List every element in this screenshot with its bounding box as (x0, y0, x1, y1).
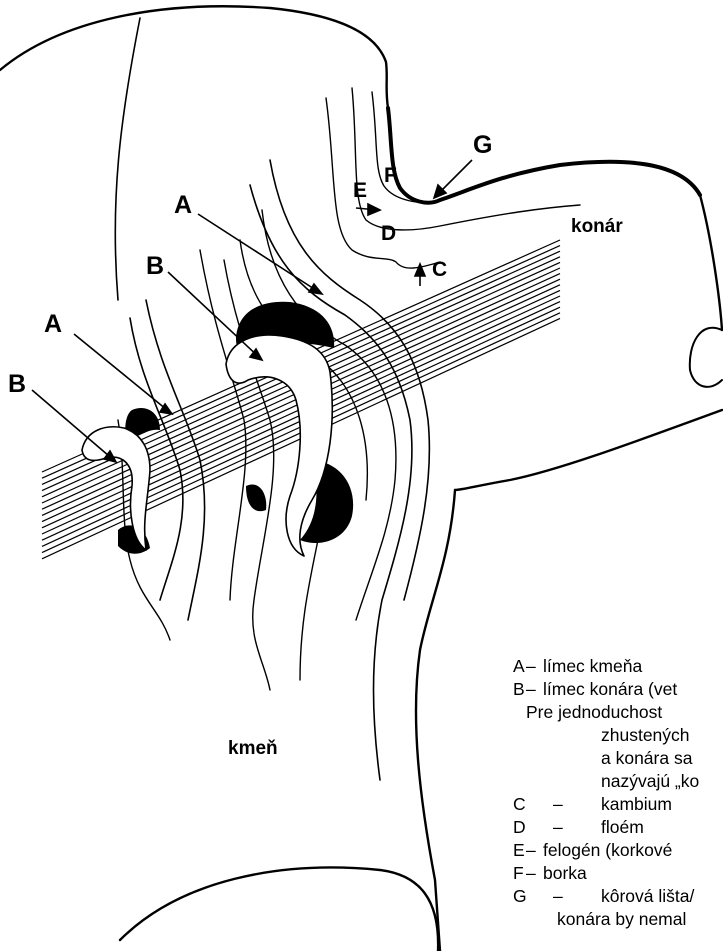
legend-text: límec kmeňa (543, 655, 642, 678)
label-F: F (384, 165, 397, 186)
legend-item: a konára sa (513, 747, 723, 770)
legend-item: Pre jednoduchost (513, 701, 723, 724)
legend-text: felogén (korkové (543, 839, 672, 862)
label-B-upper: B (146, 254, 164, 279)
legend-text: zhustených (601, 724, 690, 747)
arrow-A1-head (309, 284, 322, 294)
trunk-outline-left (115, 18, 140, 300)
trunk-outline-bottom (120, 868, 438, 951)
legend-item: G – kôrová lišta/ (513, 885, 723, 908)
word-trunk: kmeň (228, 738, 278, 760)
branch-upper-outline (388, 108, 700, 203)
label-D: D (381, 223, 396, 244)
legend-key: D (513, 816, 526, 839)
legend-item: E–felogén (korkové (513, 839, 723, 862)
trunk-outline-right (416, 490, 455, 951)
branch-end-cut (690, 328, 722, 387)
legend-dash: – (526, 839, 536, 862)
legend-key: E (513, 839, 525, 862)
legend-dash: – (553, 885, 563, 908)
arrow-B2 (32, 390, 116, 462)
legend-text: kôrová lišta/ (601, 885, 694, 908)
legend-key: C (513, 793, 526, 816)
legend-text: límec konára (vet (543, 678, 677, 701)
legend-item: nazývajú „ko (513, 770, 723, 793)
legend-item: zhustených (513, 724, 723, 747)
legend-item: B–límec konára (vet (513, 678, 723, 701)
trunk-outline-top (0, 6, 388, 108)
cavity-center (246, 484, 266, 511)
arrow-E-head (368, 204, 380, 215)
legend-dash: – (553, 816, 563, 839)
legend-item: konára by nemal (513, 908, 723, 931)
legend-item: D – floém (513, 816, 723, 839)
label-G: G (473, 133, 492, 158)
label-E: E (353, 180, 367, 201)
branch-lower-outline (455, 410, 722, 490)
legend-text: konára by nemal (557, 908, 686, 931)
legend-key: G (513, 885, 527, 908)
bark-ridge-line (372, 92, 440, 202)
legend-key: F (513, 862, 524, 885)
branch-end-outline (700, 195, 722, 330)
arrow-A1 (198, 214, 322, 294)
legend-text: borka (543, 862, 587, 885)
legend-text: Pre jednoduchost (526, 701, 662, 724)
label-A-upper: A (174, 193, 192, 218)
legend-text: a konára sa (601, 747, 692, 770)
legend-dash: – (526, 655, 536, 678)
label-B-lower: B (8, 372, 26, 397)
legend-item: A–límec kmeňa (513, 655, 723, 678)
legend-dash: – (526, 862, 536, 885)
legend-text: nazývajú „ko (601, 770, 699, 793)
legend-dash: – (553, 793, 563, 816)
legend-key: B (513, 678, 525, 701)
legend-item: C – kambium (513, 793, 723, 816)
label-A-lower: A (44, 312, 62, 337)
legend-text: kambium (601, 793, 672, 816)
label-C: C (432, 259, 447, 280)
legend-dash: – (526, 678, 536, 701)
legend-key: A (513, 655, 525, 678)
legend-text: floém (601, 816, 644, 839)
word-branch: konár (571, 216, 623, 238)
legend-item: F–borka (513, 862, 723, 885)
